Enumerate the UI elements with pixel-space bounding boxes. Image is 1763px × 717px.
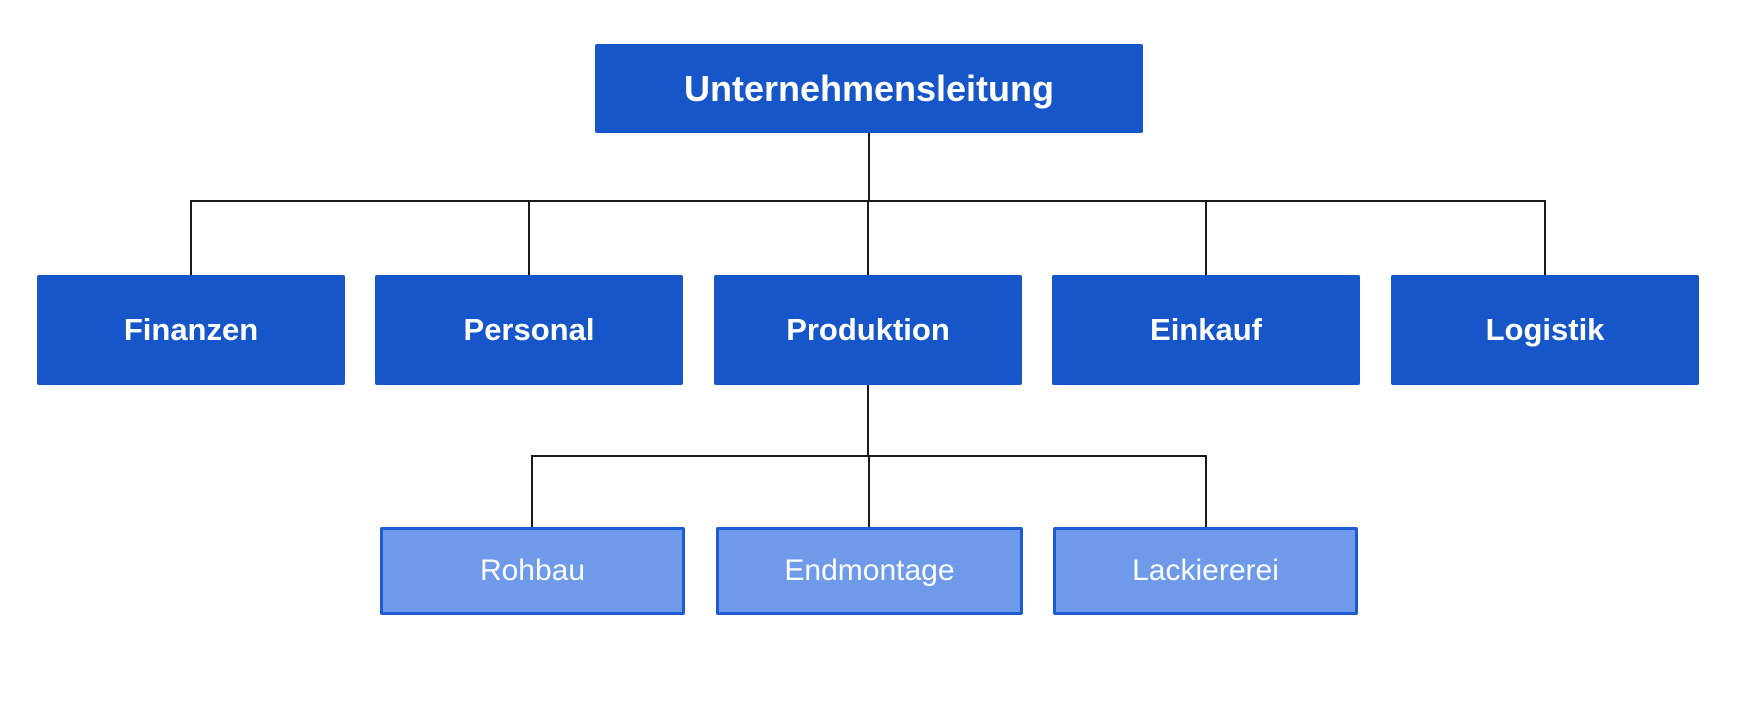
org-node-label: Endmontage [784, 554, 955, 587]
org-node-rohbau: Rohbau [380, 527, 685, 615]
connector-drop-personal [528, 201, 530, 275]
connector-drop-produktion [867, 201, 869, 275]
connector-produktion-drop [867, 385, 869, 456]
org-node-finanzen: Finanzen [37, 275, 345, 385]
org-node-logistik: Logistik [1391, 275, 1699, 385]
org-node-label: Unternehmensleitung [683, 67, 1055, 109]
org-node-lackiererei: Lackiererei [1053, 527, 1358, 615]
org-node-label: Logistik [1485, 312, 1605, 347]
org-node-personal: Personal [375, 275, 683, 385]
org-node-label: Lackiererei [1132, 554, 1279, 587]
org-node-endmontage: Endmontage [716, 527, 1023, 615]
connector-drop-einkauf [1205, 201, 1207, 275]
org-node-einkauf: Einkauf [1052, 275, 1360, 385]
connector-drop-lackiererei [1205, 456, 1207, 527]
org-node-label: Finanzen [123, 312, 259, 347]
org-node-label: Personal [463, 312, 595, 347]
connector-drop-finanzen [190, 201, 192, 275]
org-node-label: Produktion [786, 312, 950, 347]
org-node-produktion: Produktion [714, 275, 1022, 385]
org-node-label: Rohbau [479, 554, 586, 587]
org-node-unternehmensleitung: Unternehmensleitung [595, 44, 1143, 133]
connector-drop-logistik [1544, 201, 1546, 275]
org-node-label: Einkauf [1150, 312, 1262, 347]
connector-root-drop [868, 133, 870, 201]
connector-drop-rohbau [531, 456, 533, 527]
connector-drop-endmontage [868, 456, 870, 527]
